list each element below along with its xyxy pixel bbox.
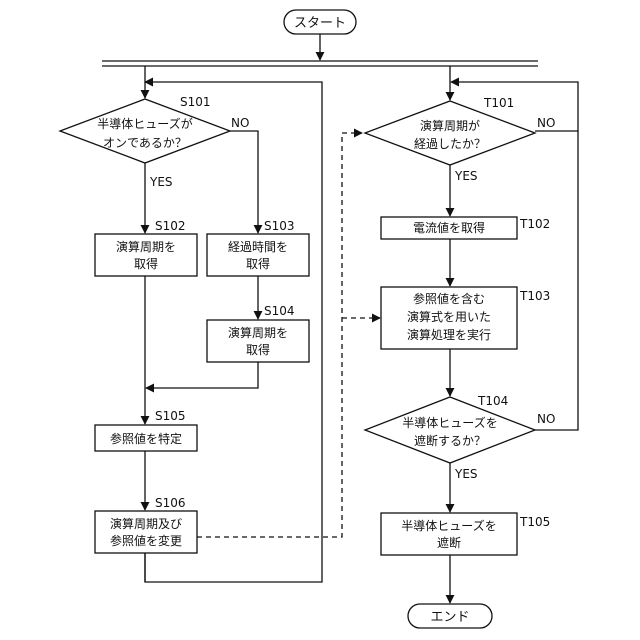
t103-line-2: 演算式を用いた [407,309,491,324]
s103-line-2: 取得 [246,256,270,271]
s104-line-2: 取得 [246,342,270,357]
t104-yes-label: YES [454,467,478,481]
s106-line-2: 参照値を変更 [110,533,182,548]
t101-line-1: 演算周期が [420,118,480,133]
s104-step-id: S104 [264,304,295,318]
s103-line-1: 経過時間を [228,240,288,254]
t104-line-1: 半導体ヒューズを [402,415,497,430]
t102-line-1: 電流値を取得 [413,220,485,235]
t105-line-2: 遮断 [437,535,461,550]
s103-step-id: S103 [264,219,295,233]
t104-no-label: NO [537,412,555,426]
t103-line-1: 参照値を含む [413,291,485,306]
end-label: エンド [430,610,469,625]
t105-step-id: T105 [519,515,550,529]
s101-step-id: S101 [180,95,211,109]
s106-step-id: S106 [155,496,186,510]
t101-decision [365,101,535,165]
t101-yes-label: YES [454,169,478,183]
t103-line-3: 演算処理を実行 [407,327,491,342]
t101-step-id: T101 [483,96,514,110]
s106-line-1: 演算周期及び [110,516,182,531]
s101-line-1: 半導体ヒューズが [97,116,192,131]
s101-line-2: オンであるか？ [103,136,187,150]
t104-step-id: T104 [477,394,508,408]
t101-no-label: NO [537,116,555,130]
s102-line-2: 取得 [134,256,158,271]
t105-line-1: 半導体ヒューズを [401,518,496,533]
s101-yes-label: YES [149,175,173,189]
s104-line-1: 演算周期を [228,325,288,340]
connector-s104-merge [146,362,258,388]
start-label: スタート [294,16,346,31]
s102-line-1: 演算周期を [116,239,176,254]
connector-t104-no [535,131,578,430]
s102-step-id: S102 [155,219,186,233]
t101-line-2: 経過したか？ [414,137,486,151]
connector-s101-no [230,131,258,233]
s101-no-label: NO [231,116,249,130]
s105-line-1: 参照値を特定 [110,431,182,446]
t104-decision [365,397,535,463]
s105-step-id: S105 [155,409,186,423]
t104-line-2: 遮断するか？ [414,433,486,448]
t103-step-id: T103 [519,289,550,303]
t102-step-id: T102 [519,217,550,231]
